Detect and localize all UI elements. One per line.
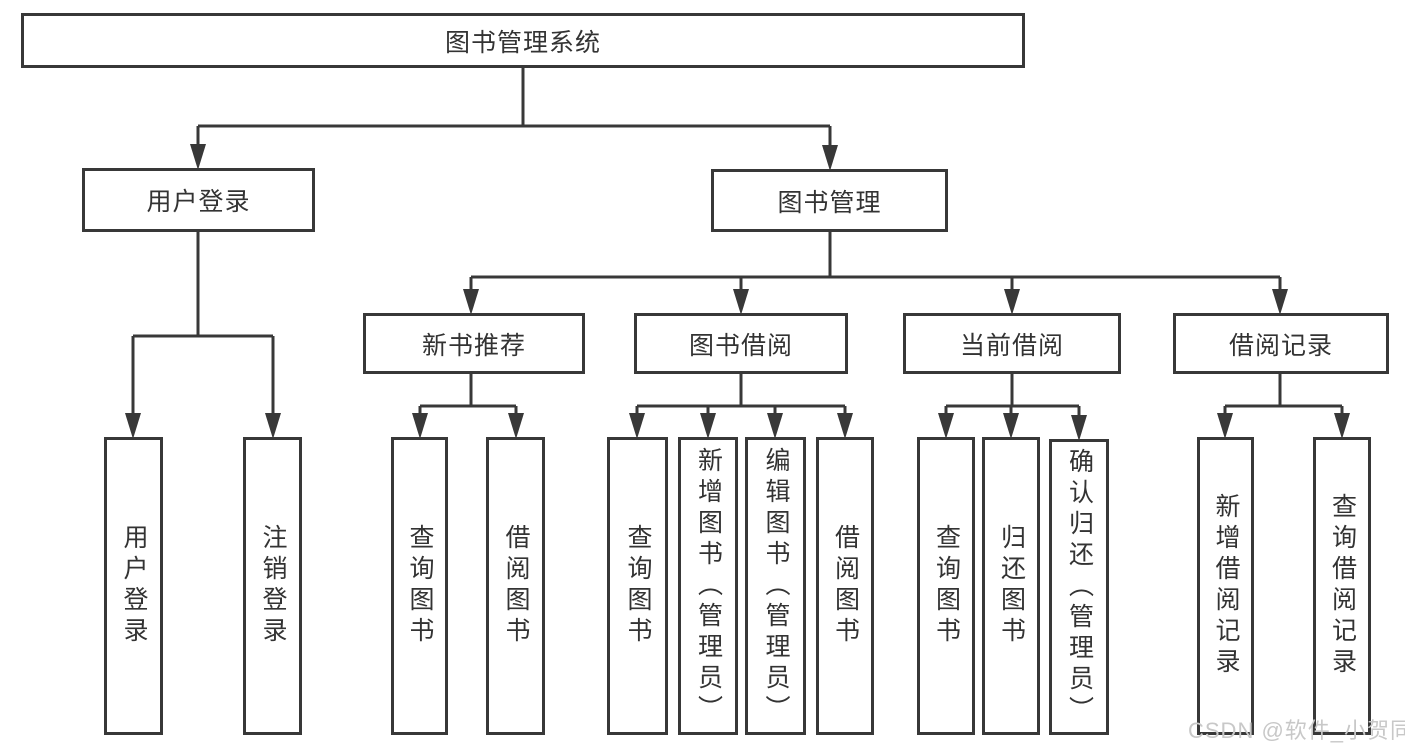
node-book-mgmt-label: 图书管理 — [777, 188, 882, 217]
leaf-confirm-return-admin: 确认归还（管理员） — [1049, 439, 1109, 735]
leaf-add-books-admin-label: 新增图书（管理员） — [694, 446, 723, 726]
leaf-return-books-label: 归还图书 — [997, 524, 1026, 648]
leaf-query-books-current: 查询图书 — [917, 437, 975, 735]
node-current-borrow: 当前借阅 — [903, 313, 1121, 374]
node-book-borrow: 图书借阅 — [634, 313, 848, 374]
leaf-query-books-borrow-label: 查询图书 — [624, 524, 652, 648]
leaf-add-borrow-record: 新增借阅记录 — [1197, 437, 1254, 735]
leaf-user-login-label: 用户登录 — [120, 524, 148, 648]
leaf-add-books-admin: 新增图书（管理员） — [678, 437, 738, 735]
node-borrow-record-label: 借阅记录 — [1228, 331, 1333, 360]
leaf-query-books-recommend-label: 查询图书 — [406, 524, 434, 648]
leaf-user-login: 用户登录 — [104, 437, 163, 735]
connector-root-to-level2 — [190, 68, 838, 171]
leaf-logout: 注销登录 — [243, 437, 302, 735]
leaf-logout-label: 注销登录 — [259, 524, 287, 648]
node-new-book-label: 新书推荐 — [421, 331, 526, 360]
connector-current-borrow-to-leaves — [938, 374, 1087, 441]
leaf-edit-books-admin: 编辑图书（管理员） — [745, 437, 806, 735]
leaf-query-books-borrow: 查询图书 — [607, 437, 668, 735]
node-root: 图书管理系统 — [21, 13, 1025, 68]
node-user-login-label: 用户登录 — [146, 188, 251, 216]
leaf-borrow-books-recommend: 借阅图书 — [486, 437, 545, 735]
node-root-label: 图书管理系统 — [444, 28, 601, 57]
leaf-add-borrow-record-label: 新增借阅记录 — [1212, 493, 1240, 679]
node-borrow-record: 借阅记录 — [1173, 313, 1389, 374]
leaf-query-books-recommend: 查询图书 — [391, 437, 448, 735]
leaf-borrow-books-recommend-label: 借阅图书 — [502, 524, 530, 648]
leaf-borrow-books-label: 借阅图书 — [831, 524, 860, 648]
leaf-query-borrow-record: 查询借阅记录 — [1313, 437, 1371, 735]
node-new-book: 新书推荐 — [363, 313, 585, 374]
leaf-return-books: 归还图书 — [982, 437, 1040, 735]
csdn-watermark: CSDN @软件_小贺同学 — [1188, 718, 1405, 743]
connector-borrow-record-to-leaves — [1217, 374, 1350, 439]
node-user-login: 用户登录 — [82, 168, 315, 232]
leaf-query-borrow-record-label: 查询借阅记录 — [1328, 493, 1357, 679]
node-current-borrow-label: 当前借阅 — [959, 331, 1064, 360]
leaf-borrow-books: 借阅图书 — [816, 437, 874, 735]
node-book-mgmt: 图书管理 — [711, 169, 948, 232]
leaf-query-books-current-label: 查询图书 — [932, 524, 961, 648]
connector-book-borrow-to-leaves — [629, 374, 853, 439]
connector-book-mgmt-to-level3 — [463, 232, 1288, 315]
connector-user-login-to-leaves — [125, 232, 281, 439]
node-book-borrow-label: 图书借阅 — [688, 331, 793, 360]
leaf-confirm-return-admin-label: 确认归还（管理员） — [1065, 447, 1094, 727]
connector-new-book-to-leaves — [412, 374, 524, 439]
leaf-edit-books-admin-label: 编辑图书（管理员） — [762, 446, 790, 726]
